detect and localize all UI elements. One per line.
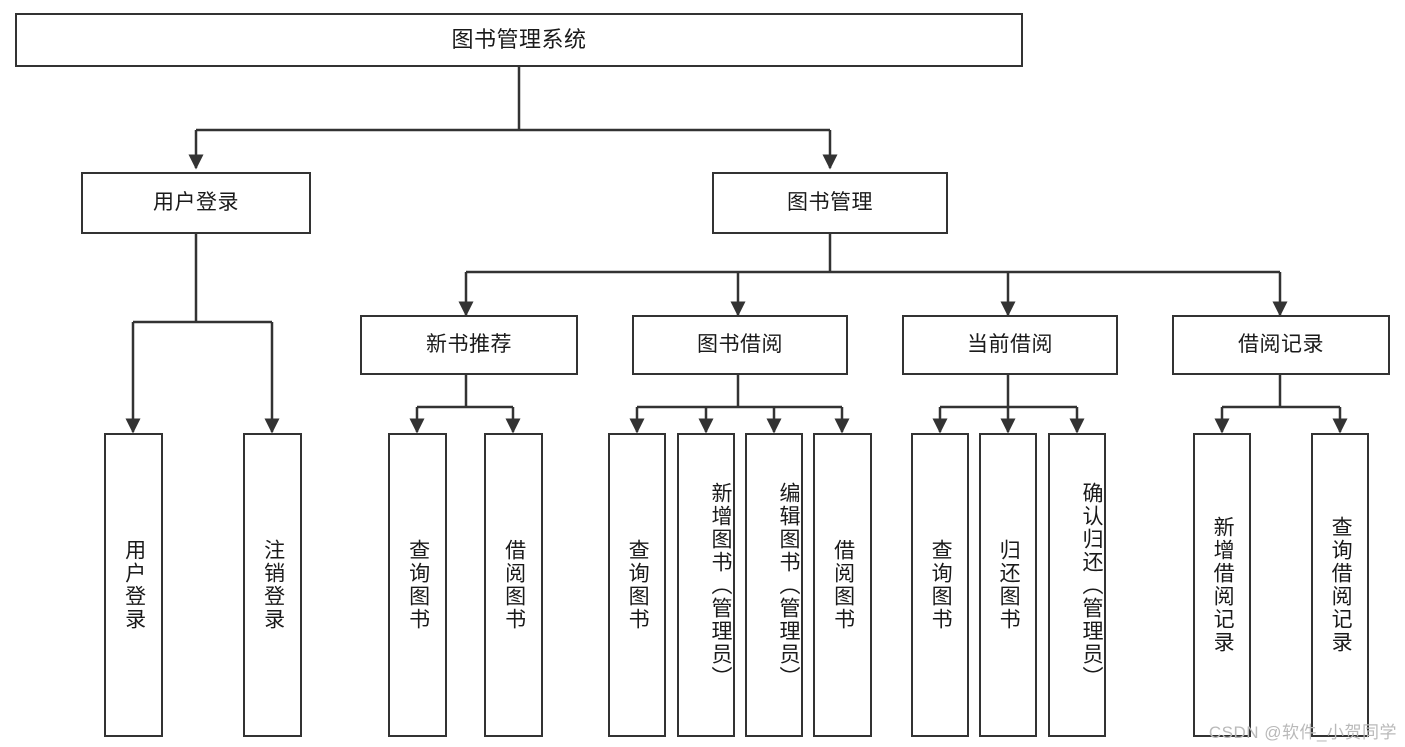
leaf-add-book-admin[interactable]: 新增图书（管理员） — [677, 433, 735, 737]
node-current-borrow[interactable]: 当前借阅 — [902, 315, 1118, 375]
node-new-book-recommend[interactable]: 新书推荐 — [360, 315, 578, 375]
leaf-query-borrow-record[interactable]: 查询借阅记录 — [1311, 433, 1369, 737]
leaf-return-book[interactable]: 归还图书 — [979, 433, 1037, 737]
leaf-borrow-books-new[interactable]: 借阅图书 — [484, 433, 543, 737]
leaf-user-login[interactable]: 用户登录 — [104, 433, 163, 737]
leaf-edit-book-admin[interactable]: 编辑图书（管理员） — [745, 433, 803, 737]
leaf-query-books-new[interactable]: 查询图书 — [388, 433, 447, 737]
leaf-borrow-book[interactable]: 借阅图书 — [813, 433, 872, 737]
leaf-query-books-current[interactable]: 查询图书 — [911, 433, 969, 737]
leaf-logout[interactable]: 注销登录 — [243, 433, 302, 737]
watermark: CSDN @软件_小贺同学 — [1208, 723, 1397, 742]
node-user-login[interactable]: 用户登录 — [81, 172, 311, 234]
leaf-add-borrow-record[interactable]: 新增借阅记录 — [1193, 433, 1251, 737]
node-borrow-records[interactable]: 借阅记录 — [1172, 315, 1390, 375]
node-root[interactable]: 图书管理系统 — [15, 13, 1023, 67]
leaf-confirm-return-admin[interactable]: 确认归还（管理员） — [1048, 433, 1106, 737]
node-book-borrow[interactable]: 图书借阅 — [632, 315, 848, 375]
leaf-query-books-borrow[interactable]: 查询图书 — [608, 433, 666, 737]
node-book-management[interactable]: 图书管理 — [712, 172, 948, 234]
